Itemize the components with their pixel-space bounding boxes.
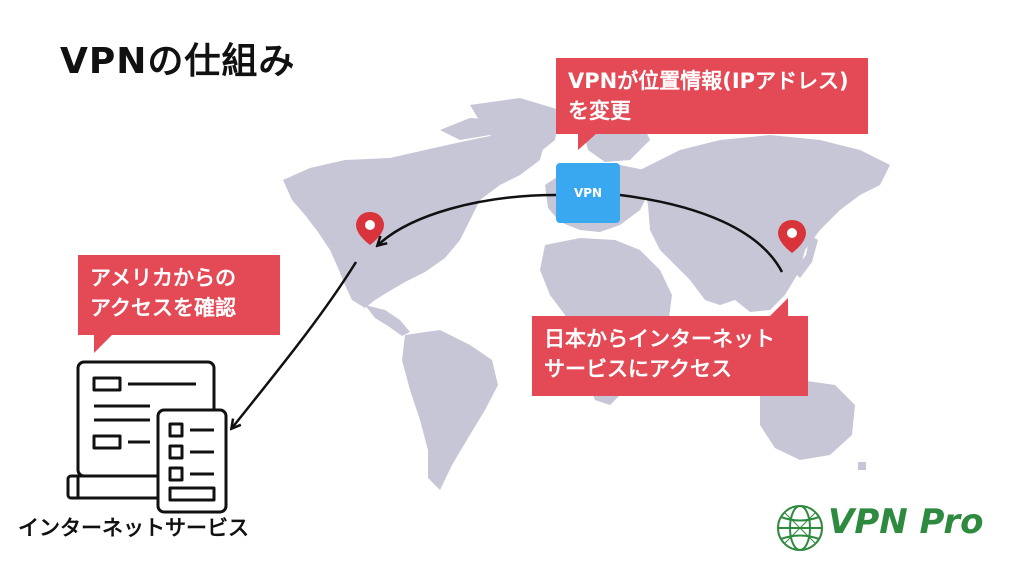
callout-line: VPNが位置情報(IPアドレス) <box>568 69 849 93</box>
map-pin-icon <box>356 212 384 245</box>
callout-vpn-changes-ip: VPNが位置情報(IPアドレス) を変更 <box>556 58 868 150</box>
callout-line: を変更 <box>568 99 631 123</box>
america-to-service-arrow <box>232 261 358 428</box>
callout-line: アクセスを確認 <box>90 296 236 320</box>
page-title: VPNの仕組み <box>60 41 296 82</box>
callout-japan-access: 日本からインターネット サービスにアクセス <box>532 298 808 396</box>
brand-logo-text: VPN Pro <box>828 502 984 542</box>
callout-line: サービスにアクセス <box>544 357 732 381</box>
map-pin-icon <box>778 220 806 253</box>
internet-service-label: インターネットサービス <box>18 516 249 540</box>
japan-to-vpn-arc <box>619 193 784 273</box>
callout-america-access: アメリカからの アクセスを確認 <box>78 255 280 353</box>
website-devices-icon <box>66 360 228 514</box>
vpn-to-america-arrow <box>378 193 557 245</box>
vpn-server-box: VPN <box>556 163 620 223</box>
callout-line: アメリカからの <box>90 266 236 290</box>
globe-icon <box>777 505 823 551</box>
callout-line: 日本からインターネット <box>544 327 775 351</box>
